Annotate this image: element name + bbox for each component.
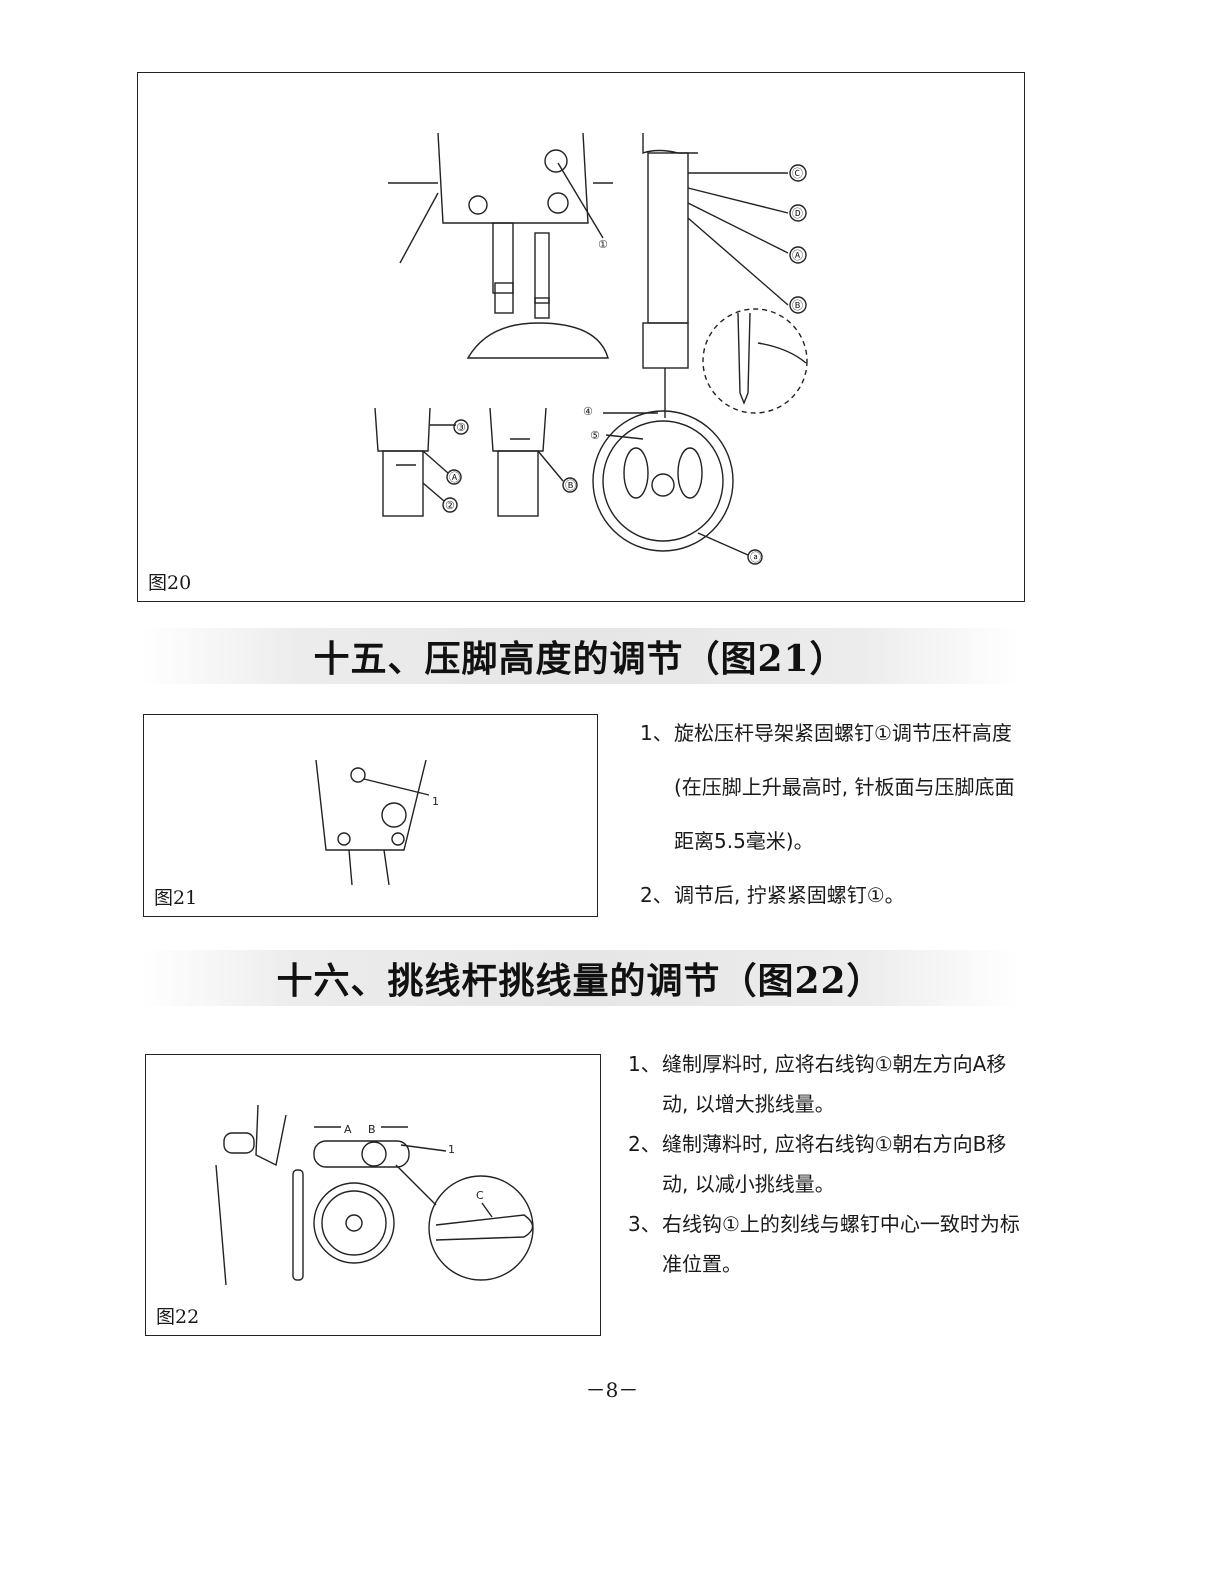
- fig20-label-B2: Ⓑ: [565, 479, 576, 492]
- fig22-label-C: C: [476, 1189, 484, 1202]
- fig22-label-1: 1: [448, 1143, 455, 1156]
- section-16-item: 2、缝制薄料时, 应将右线钩①朝右方向B移动, 以减小挑线量。: [628, 1124, 1028, 1204]
- fig21-label-1: 1: [432, 795, 439, 808]
- fig22-label-A: A: [344, 1123, 352, 1136]
- fig22-label-B: B: [368, 1123, 376, 1136]
- page-number: －8－: [0, 1374, 1224, 1403]
- figure-20-drawing: ① Ⓒ Ⓓ Ⓐ Ⓑ ④ ⑤ ⓐ ③ Ⓐ ②: [138, 73, 1026, 603]
- fig20-label-a: ⓐ: [750, 551, 761, 564]
- section-15-title: 十五、压脚高度的调节（图21）: [140, 628, 1020, 684]
- figure-22-caption: 图22: [156, 1302, 199, 1329]
- fig20-label-A2: Ⓐ: [449, 471, 460, 484]
- fig20-label-B: Ⓑ: [792, 299, 803, 312]
- fig20-label-5: ⑤: [590, 429, 600, 442]
- section-15-item: 1、旋松压杆导架紧固螺钉①调节压杆高度(在压脚上升最高时, 针板面与压脚底面距离…: [640, 706, 1025, 868]
- figure-21: 1 图21: [143, 714, 598, 917]
- fig20-label-D: Ⓓ: [792, 207, 803, 220]
- fig20-label-1: ①: [598, 238, 608, 251]
- section-16-title: 十六、挑线杆挑线量的调节（图22）: [140, 950, 1020, 1006]
- fig20-label-C: Ⓒ: [792, 167, 803, 180]
- section-16-list: 1、缝制厚料时, 应将右线钩①朝左方向A移动, 以增大挑线量。 2、缝制薄料时,…: [628, 1044, 1028, 1284]
- fig20-label-3: ③: [456, 421, 466, 434]
- figure-22: A B 1 C 图22: [145, 1054, 601, 1336]
- figure-20: ① Ⓒ Ⓓ Ⓐ Ⓑ ④ ⑤ ⓐ ③ Ⓐ ②: [137, 72, 1025, 602]
- figure-21-drawing: 1: [144, 715, 599, 918]
- fig20-label-4: ④: [583, 405, 593, 418]
- figure-22-drawing: A B 1 C: [146, 1055, 602, 1337]
- fig20-label-2: ②: [445, 499, 455, 512]
- figure-20-caption: 图20: [148, 568, 191, 595]
- section-16-item: 1、缝制厚料时, 应将右线钩①朝左方向A移动, 以增大挑线量。: [628, 1044, 1028, 1124]
- section-15-item: 2、调节后, 拧紧紧固螺钉①。: [640, 868, 1025, 922]
- section-16-item: 3、右线钩①上的刻线与螺钉中心一致时为标准位置。: [628, 1204, 1028, 1284]
- section-15-list: 1、旋松压杆导架紧固螺钉①调节压杆高度(在压脚上升最高时, 针板面与压脚底面距离…: [640, 706, 1025, 922]
- fig20-label-A: Ⓐ: [792, 249, 803, 262]
- figure-21-caption: 图21: [154, 883, 197, 910]
